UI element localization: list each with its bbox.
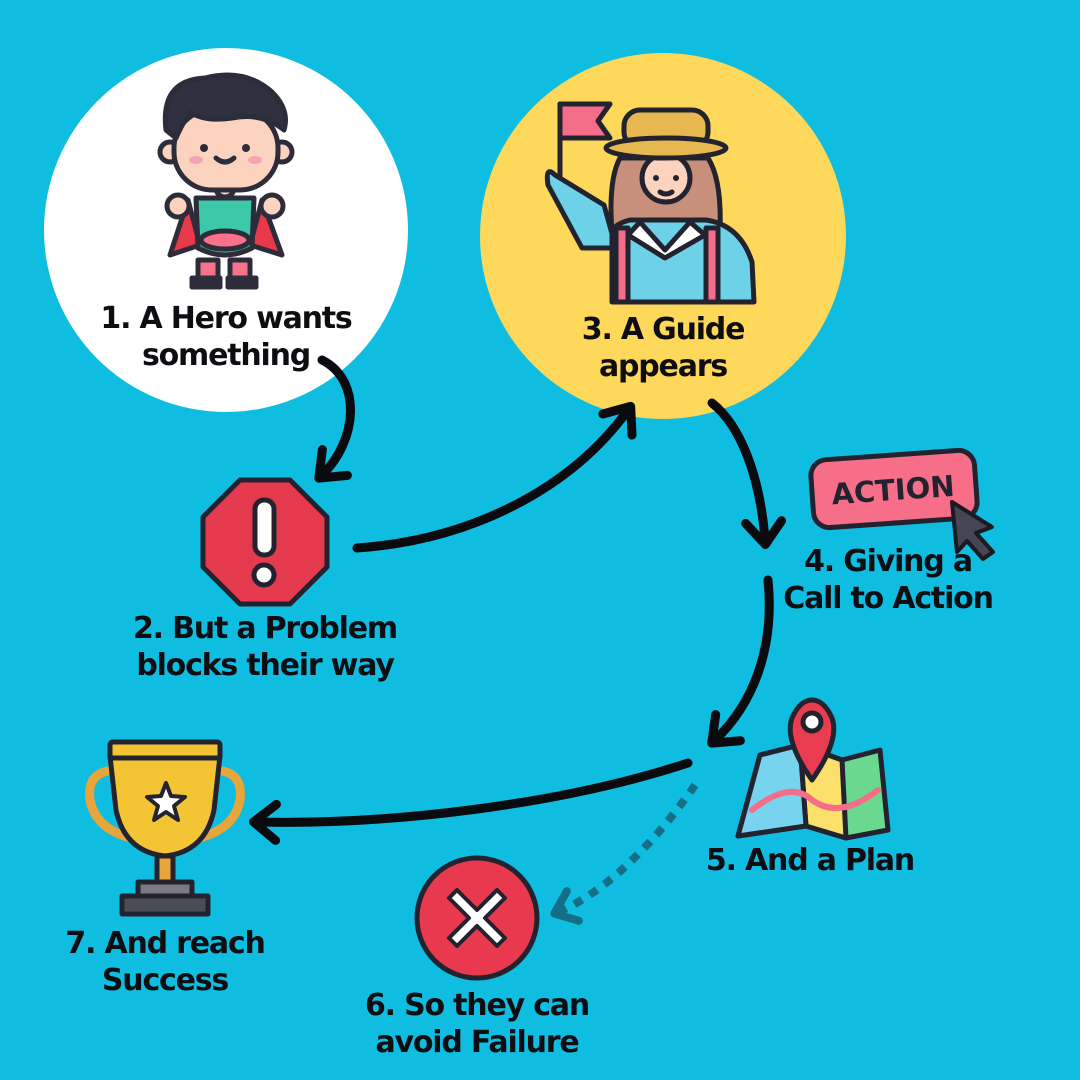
step-7-label: 7. And reach Success bbox=[60, 925, 270, 999]
step-3-label: 3. A Guide appears bbox=[553, 311, 773, 385]
step-1-line-1: 1. A Hero wants bbox=[100, 301, 352, 336]
step-1-label: 1. A Hero wants something bbox=[86, 300, 366, 374]
step-2-label: 2. But a Problem blocks their way bbox=[125, 610, 405, 684]
step-4-line-1: 4. Giving a bbox=[804, 544, 973, 579]
superhero-icon bbox=[157, 72, 295, 290]
step-7-line-2: Success bbox=[101, 963, 229, 998]
step-6-label: 6. So they can avoid Failure bbox=[352, 987, 602, 1061]
arrow-guide-to-action bbox=[707, 398, 787, 549]
step-1-line-2: something bbox=[141, 338, 311, 373]
guide-with-flag-icon bbox=[544, 101, 757, 305]
arrow-problem-to-guide bbox=[352, 401, 637, 553]
warning-octagon-icon bbox=[200, 477, 330, 607]
step-4-line-2: Call to Action bbox=[783, 581, 994, 616]
arrow-action-to-plan bbox=[707, 575, 774, 748]
step-2-line-2: blocks their way bbox=[136, 648, 395, 683]
step-4-label: 4. Giving a Call to Action bbox=[778, 543, 998, 617]
cross-circle-icon bbox=[414, 855, 540, 981]
trophy-icon bbox=[85, 739, 245, 917]
step-3-line-1: 3. A Guide bbox=[581, 312, 746, 347]
arrow-plan-to-failure bbox=[550, 782, 699, 925]
step-7-line-1: 7. And reach bbox=[65, 926, 266, 961]
step-2-line-1: 2. But a Problem bbox=[133, 611, 398, 646]
step-6-line-2: avoid Failure bbox=[375, 1025, 579, 1060]
arrow-plan-to-success bbox=[249, 758, 693, 845]
step-5-line-1: 5. And a Plan bbox=[705, 843, 915, 878]
map-pin-icon bbox=[735, 697, 891, 841]
action-button-icon: ACTION bbox=[808, 447, 995, 561]
step-6-line-1: 6. So they can bbox=[364, 988, 590, 1023]
arrow-hero-to-problem bbox=[314, 355, 355, 483]
step-5-label: 5. And a Plan bbox=[700, 842, 920, 879]
step-3-line-2: appears bbox=[598, 349, 728, 384]
